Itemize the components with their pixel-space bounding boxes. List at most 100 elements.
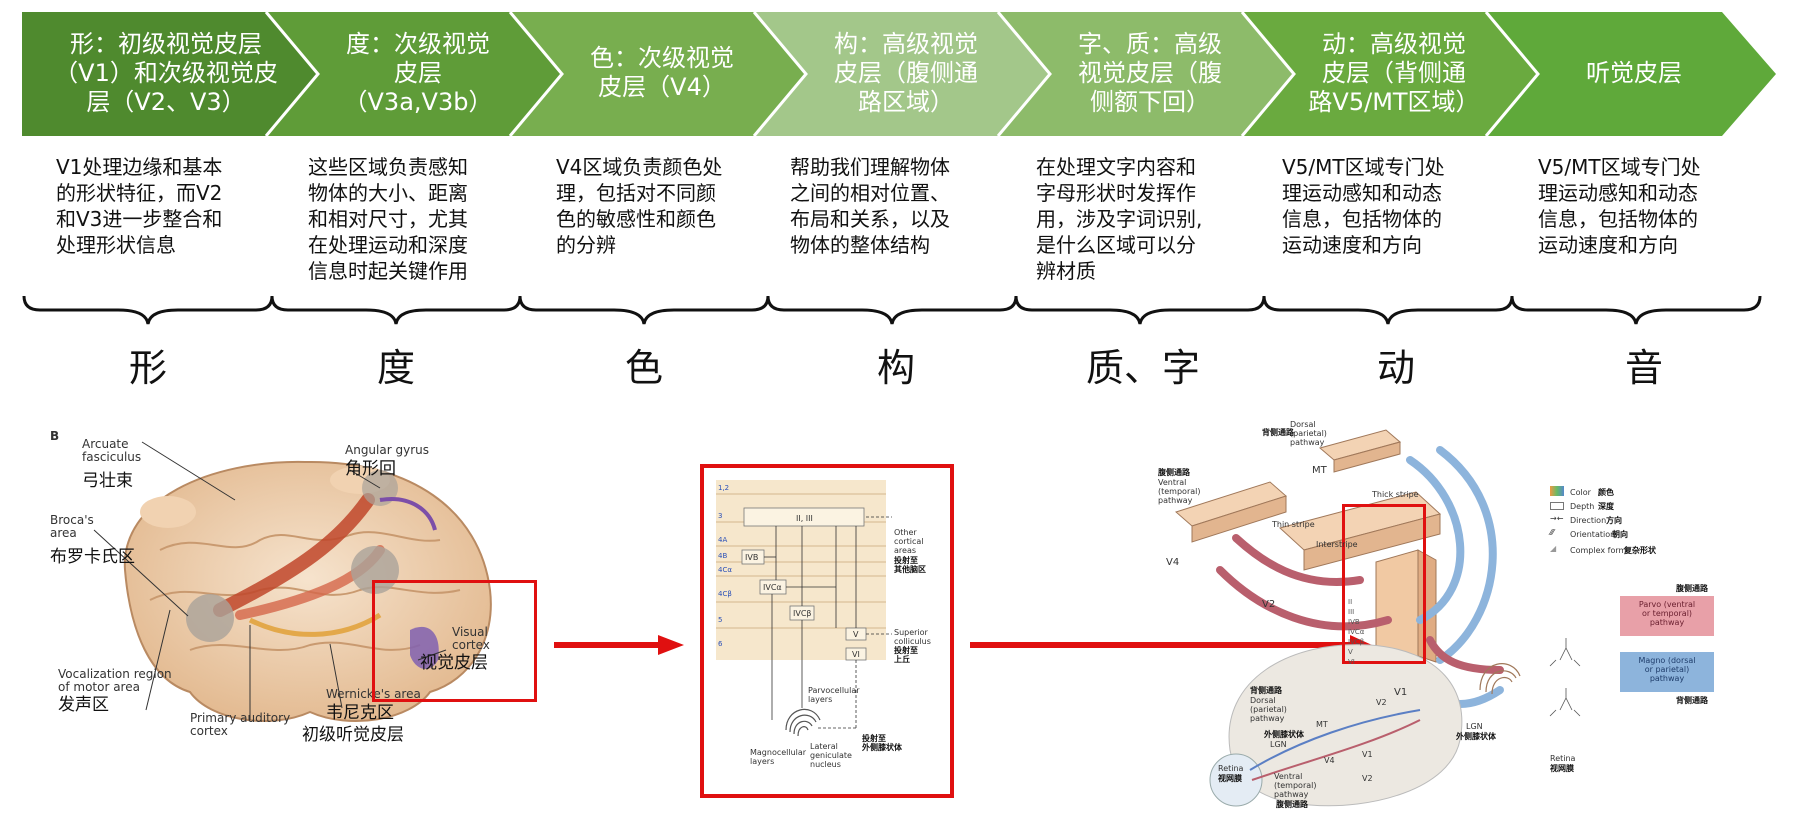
small-retina-en: Retina	[1218, 764, 1244, 773]
brain-illustration	[93, 441, 492, 723]
small-lgn-en: LGN	[1270, 740, 1287, 749]
broca-cn-label: 布罗卡氏区	[50, 547, 135, 567]
retina-en-label: Retina	[1550, 754, 1576, 763]
superior-colliculus-en: Superior colliculus	[894, 628, 931, 646]
auditory-en-label: Primary auditory cortex	[190, 711, 291, 738]
v1-layer-label-2: III	[1348, 608, 1355, 616]
stage-char-structure: 构	[876, 346, 915, 390]
stage-desc-degree: 这些区域负责感知 物体的大小、距离 和相对尺寸，尤其 在处理运动和深度 信息时起…	[308, 155, 468, 283]
box-layer-4ca: IVCα	[763, 583, 782, 592]
superior-colliculus-cn: 投射至 上丘	[894, 646, 918, 664]
v1-layer-label-5: IVCβ	[1348, 638, 1365, 646]
box-layer-2-3: II, III	[796, 514, 813, 523]
orientation-legend-icon: ⁄⁄⁄	[1550, 528, 1555, 537]
legend-orientation-en: Orientation	[1570, 530, 1616, 539]
parvocellular-label: Parvocellular layers	[808, 686, 860, 704]
chevron-shape-5	[998, 12, 1294, 136]
angular-cn-label: 角形回	[345, 459, 396, 479]
cortical-layers-diagram	[716, 480, 892, 737]
brain-language-figure: B Arcuate fasciculus 弓壮束 Angular gyrus 角…	[50, 430, 550, 760]
box-layer-6: VI	[852, 650, 860, 659]
legend-color-en: Color	[1570, 488, 1591, 497]
legend-complex-cn: 复杂形状	[1624, 546, 1656, 555]
stage-char-color: 色	[624, 346, 663, 390]
brace-row	[22, 295, 1762, 325]
panel-letter: B	[50, 429, 60, 443]
ventral-cn-label: 腹侧通路	[1158, 468, 1190, 477]
broca-en-label: Broca's area	[50, 513, 94, 540]
visual-cortex-highlight-box	[372, 580, 537, 702]
other-areas-en: Other cortical areas	[894, 528, 924, 555]
dorsal-en-label: Dorsal (parietal) pathway	[1290, 420, 1327, 447]
row-label-6: 4Cβ	[718, 590, 732, 598]
cortical-layers-highlight-box	[700, 464, 954, 798]
v4-label: V4	[1166, 557, 1180, 568]
retina-cn-label: 视网膜	[1550, 764, 1574, 773]
row-label-4: 4B	[718, 552, 728, 560]
other-areas-cn: 投射至 其他脑区	[894, 556, 926, 574]
cortical-layers-figure: 1,2 3 4A 4B 4Cα 4Cβ 5 6 II, III IVB IVCα…	[716, 480, 942, 780]
mt-label: MT	[1312, 465, 1327, 476]
stage-desc-auditory: V5/MT区域专门处 理运动感知和动态 信息，包括物体的 运动速度和方向	[1538, 155, 1701, 257]
stage-header-degree: 度：次级视觉皮层（V3a,V3b）	[343, 29, 493, 116]
parvo-pathway-box: Parvo (ventral or temporal) pathway	[1620, 596, 1714, 636]
small-dorsal-cn: 背侧通路	[1250, 686, 1282, 695]
arcuate-cn-label: 弓壮束	[82, 471, 133, 491]
v2-label: V2	[1262, 599, 1276, 610]
chevron-shape-6	[1242, 12, 1538, 136]
stage-desc-form: V1处理边缘和基本 的形状特征，而V2 和V3进一步整合和 处理形状信息	[56, 155, 223, 257]
legend-depth-cn: 深度	[1598, 502, 1614, 511]
visual-cortex-en-label: Visual cortex	[452, 625, 490, 652]
brace-5	[1014, 295, 1266, 325]
magno-pathway-box: Magno (dorsal or parietal) pathway	[1620, 652, 1714, 692]
vocalization-cn-label: 发声区	[58, 695, 109, 715]
small-dorsal-en: Dorsal (parietal) pathway	[1250, 696, 1287, 723]
stage-header-color: 色：次级视觉皮层（V4）	[590, 44, 734, 101]
v1-layer-label-4: IVCα	[1348, 628, 1365, 636]
small-ventral-cn: 腹侧通路	[1276, 800, 1308, 809]
magnocellular-label: Magnocellular layers	[750, 748, 807, 766]
magno-pathway-text: Magno (dorsal or parietal) pathway	[1638, 656, 1696, 683]
auditory-cn-label: 初级听觉皮层	[302, 725, 404, 745]
stage-char-text-material: 质、字	[1085, 346, 1200, 390]
parvo-cn-label: 腹侧通路	[1676, 584, 1708, 593]
legend-orientation-cn: 朝向	[1612, 530, 1628, 539]
small-ventral-en: Ventral (temporal) pathway	[1274, 772, 1317, 799]
v1-label: V1	[1394, 687, 1408, 698]
small-v4: V4	[1324, 756, 1335, 765]
stage-desc-text-material: 在处理文字内容和 字母形状时发挥作 用，涉及字词识别, 是什么区域可以分 辨材质	[1036, 155, 1203, 283]
box-layer-4b: IVB	[745, 553, 759, 562]
lgn-cn-label: 外侧膝状体	[1456, 732, 1496, 741]
stage-desc-color: V4区域负责颜色处 理，包括对不同颜 色的敏感性和颜色 的分辨	[556, 155, 723, 257]
stage-header-text-material: 字、质：高级视觉皮层（腹侧额下回）	[1078, 29, 1222, 116]
arcuate-en-label: Arcuate fasciculus	[82, 437, 142, 464]
stage-char-motion: 动	[1376, 346, 1415, 390]
brace-6	[1262, 295, 1514, 325]
legend-color-cn: 颜色	[1598, 488, 1614, 497]
v1-highlight-box	[1342, 504, 1426, 664]
interstripe-label: Interstripe	[1316, 540, 1358, 549]
ventral-en-label: Ventral (temporal) pathway	[1158, 478, 1201, 505]
brace-4	[766, 295, 1018, 325]
legend-direction-en: Direction	[1570, 516, 1607, 525]
stage-header-form: 形：初级视觉皮层（V1）和次级视觉皮层（V2、V3）	[54, 29, 278, 116]
brace-2	[270, 295, 522, 325]
visual-cortex-cn-label: 视觉皮层	[420, 653, 488, 673]
row-label-7: 5	[718, 616, 723, 624]
lgn-en-label: Lateral geniculate nucleus	[810, 742, 852, 769]
stage-char-auditory: 音	[1624, 346, 1663, 390]
lgn-en-label: LGN	[1466, 722, 1483, 731]
legend-depth-en: Depth	[1570, 502, 1595, 511]
v1-layer-label-1: II	[1348, 598, 1353, 606]
v1-layer-label-3: IVB	[1348, 618, 1360, 626]
complex-form-legend-icon: ◢	[1550, 544, 1557, 553]
legend-direction-cn: 方向	[1606, 516, 1622, 525]
process-chevron-banner	[22, 11, 1776, 137]
box-layer-5: V	[853, 630, 859, 639]
stage-char-degree: 度	[376, 346, 415, 390]
visual-pathways-figure: 背侧通路 Dorsal (parietal) pathway MT 腹侧通路 V…	[1140, 420, 1796, 814]
row-label-1: 1,2	[718, 484, 730, 492]
stage-header-motion: 动：高级视觉皮层（背侧通路V5/MT区域）	[1308, 29, 1480, 116]
legend-complex-en: Complex form	[1570, 546, 1627, 555]
chevron-shape-7	[1486, 12, 1776, 136]
